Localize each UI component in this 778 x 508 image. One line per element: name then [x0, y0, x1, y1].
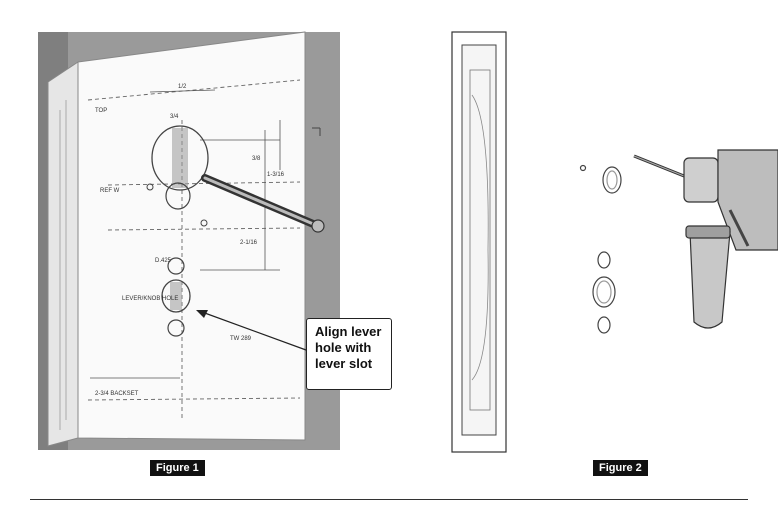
center-punch — [201, 174, 325, 233]
template-text-lever-hole: LEVER/KNOB HOLE — [122, 296, 178, 302]
lever-hole — [161, 279, 191, 313]
upper-small-hole — [167, 257, 185, 275]
template-text-ref-d: D.425 — [155, 258, 172, 264]
figure-1-illustration: TOP 1/2 3/4 3/8 1-3/16 2-1/16 REF W D.42… — [38, 31, 340, 450]
template-paper — [77, 31, 306, 441]
figure-2-illustration — [451, 31, 778, 453]
callout-leader — [201, 311, 307, 351]
spindle-hole — [165, 182, 191, 210]
template-text-tw: TW 289 — [230, 336, 252, 342]
callout-align-lever: Align lever hole with lever slot — [306, 318, 392, 390]
template-text-half: 1/2 — [178, 84, 187, 90]
template-text-2-1-16: 2-1/16 — [240, 240, 258, 246]
power-drill — [683, 149, 778, 329]
template-text-ref-w: REF W — [100, 188, 120, 194]
figure-1-label: Figure 1 — [150, 460, 205, 476]
drilled-hole-lower — [597, 316, 611, 334]
bottom-divider — [30, 499, 748, 500]
template-text-3-4: 3/4 — [170, 114, 179, 120]
template-text-backset: 2-3/4 BACKSET — [95, 391, 139, 397]
drilled-hole-small — [597, 251, 611, 269]
mortise-pocket — [461, 44, 497, 436]
drilled-hole-lever — [592, 276, 616, 308]
template-text-3-8: 3/8 — [252, 156, 261, 162]
template-text-1-3-16: 1-3/16 — [267, 172, 285, 178]
lower-small-hole — [167, 319, 185, 337]
drilled-hole-upper — [602, 166, 622, 194]
bore-hole — [151, 125, 209, 191]
template-edge-fold — [47, 61, 79, 447]
template-text-top: TOP — [95, 108, 107, 114]
figure-2-label: Figure 2 — [593, 460, 648, 476]
